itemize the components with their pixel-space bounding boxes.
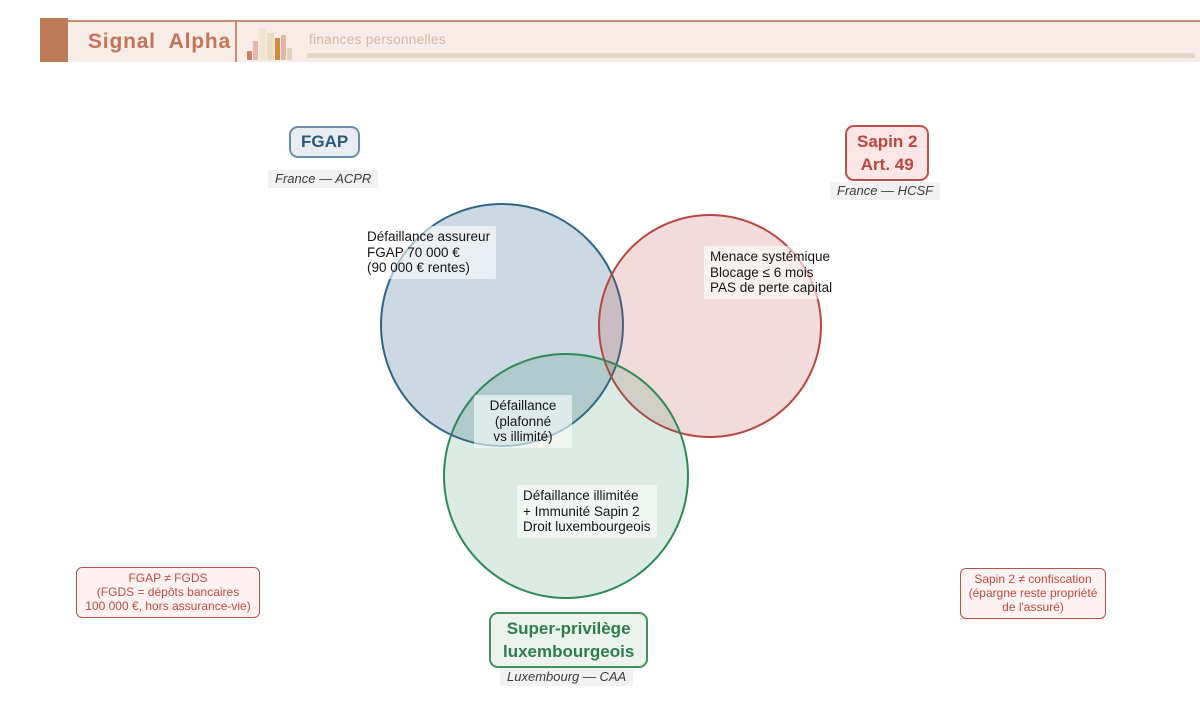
badge-line: FGAP bbox=[301, 132, 349, 151]
header-tagline[interactable]: finances personnelles bbox=[309, 32, 446, 47]
text-line: 100 000 €, hors assurance-vie) bbox=[85, 598, 251, 613]
text-line: Menace systémique bbox=[710, 249, 831, 264]
text-line: + Immunité Sapin 2 bbox=[523, 503, 640, 519]
text-line: (plafonné bbox=[494, 413, 552, 429]
text-line: Défaillance assureur bbox=[367, 229, 491, 244]
header-divider bbox=[235, 22, 237, 62]
badge-line: luxembourgeois bbox=[503, 642, 635, 661]
text-line: vs illimité) bbox=[493, 429, 553, 444]
badge-line: Super-privilège bbox=[506, 619, 631, 638]
text-line: FGAP 70 000 € bbox=[367, 244, 460, 260]
circle-superprivilege bbox=[443, 353, 689, 599]
text-line: Défaillance illimitée bbox=[523, 488, 639, 503]
tagline-underline bbox=[307, 53, 1195, 58]
text-line: Défaillance bbox=[489, 398, 557, 413]
sapin2-region-text: Menace systémique Blocage ≤ 6 mois PAS d… bbox=[704, 246, 839, 299]
center-overlap-text: Défaillance (plafonné vs illimité) bbox=[474, 395, 572, 448]
text-line: (épargne reste propriété bbox=[968, 585, 1098, 600]
text-line: (FGDS = dépôts bancaires bbox=[96, 584, 240, 599]
text-line: Sapin 2 ≠ confiscation bbox=[974, 572, 1092, 586]
sapin2-badge: Sapin 2 Art. 49 bbox=[845, 125, 930, 181]
fgap-region-text: Défaillance assureur FGAP 70 000 € (90 0… bbox=[361, 226, 497, 279]
text-line: de l'assuré) bbox=[1002, 599, 1064, 614]
badge-line: Sapin 2 bbox=[857, 132, 918, 151]
bar-chart-icon bbox=[247, 27, 297, 60]
fgap-badge: FGAP bbox=[289, 126, 361, 158]
text-line: FGAP ≠ FGDS bbox=[128, 571, 208, 585]
badge-line: Art. 49 bbox=[860, 155, 914, 174]
brand-title[interactable]: Signal Alpha bbox=[88, 30, 231, 53]
app-header: Signal Alpha finances personnelles bbox=[68, 20, 1200, 62]
text-line: (90 000 € rentes) bbox=[367, 260, 470, 275]
text-line: Blocage ≤ 6 mois bbox=[710, 264, 814, 280]
sapin2-sublabel: France — HCSF bbox=[830, 182, 941, 200]
note-sapin2-confiscation: Sapin 2 ≠ confiscation (épargne reste pr… bbox=[960, 568, 1106, 620]
note-fgap-vs-fgds: FGAP ≠ FGDS (FGDS = dépôts bancaires 100… bbox=[76, 567, 260, 619]
superprivilege-sublabel: Luxembourg — CAA bbox=[500, 668, 634, 686]
superprivilege-region-text: Défaillance illimitée + Immunité Sapin 2… bbox=[517, 485, 657, 538]
fgap-sublabel: France — ACPR bbox=[268, 170, 379, 188]
text-line: PAS de perte capital bbox=[710, 280, 833, 295]
brand-logo-square bbox=[40, 18, 68, 62]
text-line: Droit luxembourgeois bbox=[523, 519, 651, 534]
superprivilege-badge: Super-privilège luxembourgeois bbox=[489, 612, 649, 668]
